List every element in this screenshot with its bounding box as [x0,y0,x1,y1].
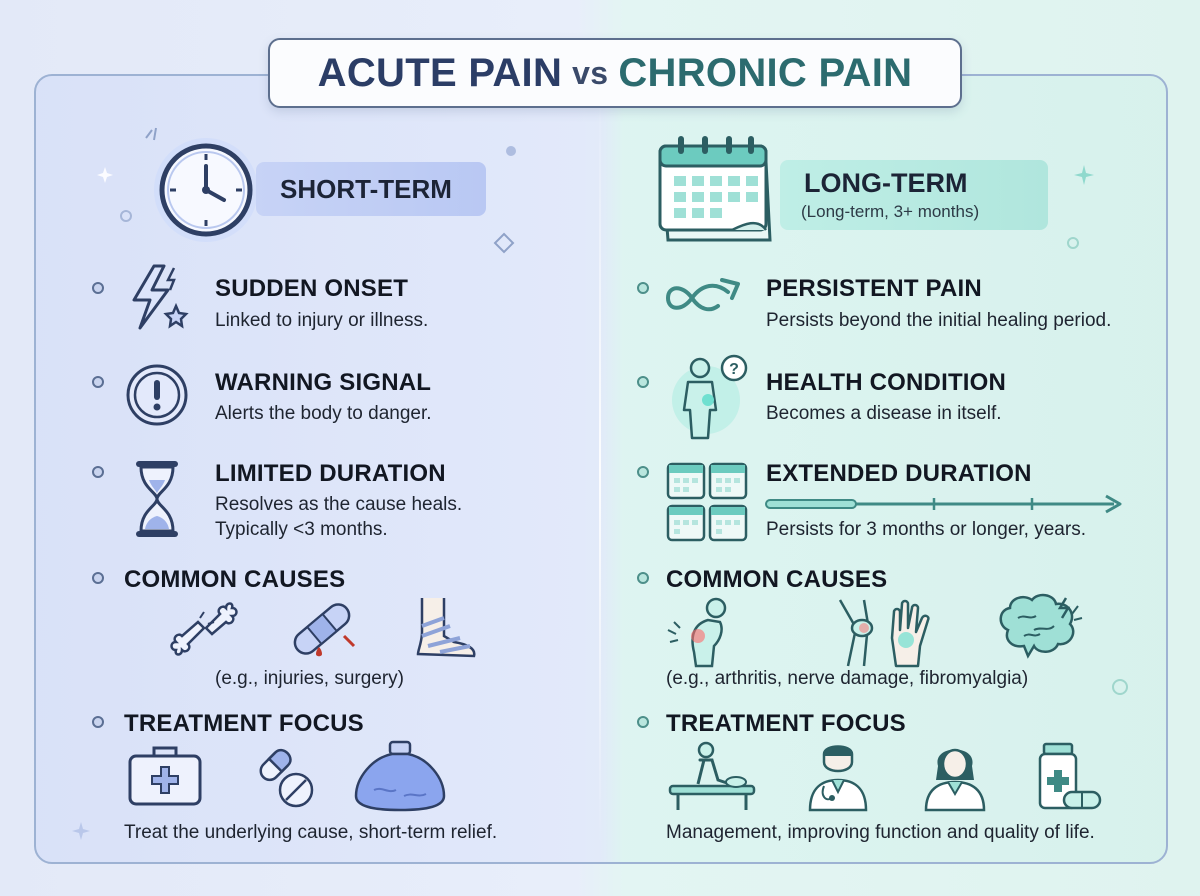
lightning-icon [132,264,189,330]
broken-bone-icon [170,602,238,656]
acute-item-title: LIMITED DURATION [215,460,446,487]
chronic-item-desc: Persists beyond the initial healing peri… [766,310,1112,331]
bullet [637,572,649,584]
acute-item-title: WARNING SIGNAL [215,369,432,396]
bullet [637,376,649,388]
sparkle-icon [72,822,90,840]
chronic-treatment-desc: Management, improving function and quali… [666,822,1095,843]
short-term-badge [256,162,486,216]
page-title: ACUTE PAIN vs CHRONIC PAIN [268,38,962,108]
knee-hand-icon [838,599,930,668]
chronic-treatment-title: TREATMENT FOCUS [666,710,906,737]
bullet [92,716,104,728]
chronic-causes-desc: (e.g., arthritis, nerve damage, fibromya… [666,668,1029,689]
bandage-icon [293,603,356,657]
acute-treatment-title: TREATMENT FOCUS [124,710,364,737]
bullet [92,466,104,478]
acute-causes-title: COMMON CAUSES [124,566,346,593]
center-divider [599,90,601,850]
acute-item-desc: Resolves as the cause heals. [215,494,463,515]
brain-icon [999,593,1083,659]
acute-treatment-desc: Treat the underlying cause, short-term r… [124,822,498,843]
circle-dot-icon [1067,237,1079,249]
infinity-arrow-icon [665,278,740,312]
title-acute: ACUTE PAIN [317,50,563,95]
acute-item-desc-2: Typically <3 months. [215,519,388,540]
chronic-item-title: PERSISTENT PAIN [766,275,982,302]
back-pain-icon [667,597,727,668]
dot-icon [506,146,516,156]
title-chronic: CHRONIC PAIN [618,50,913,95]
ray-lines-icon [145,127,157,141]
first-aid-kit-icon [128,746,202,806]
diamond-icon [493,232,515,254]
bullet [92,282,104,294]
long-term-sublabel: (Long-term, 3+ months) [801,202,980,221]
acute-item-desc: Linked to injury or illness. [215,310,429,331]
acute-item-desc: Alerts the body to danger. [215,403,432,424]
long-term-label: LONG-TERM [804,168,968,198]
ice-pack-icon [354,740,446,812]
bullet [637,282,649,294]
nurse-icon [924,748,986,812]
calendars-icon [666,462,748,542]
bullet [637,466,649,478]
clock-icon [154,138,258,242]
title-vs: vs [572,54,609,91]
bullet [637,716,649,728]
calendar-icon [658,136,772,242]
chronic-causes-title: COMMON CAUSES [666,566,888,593]
bullet [92,572,104,584]
bullet [92,376,104,388]
chronic-item-title: EXTENDED DURATION [766,460,1032,487]
hourglass-icon [136,461,178,537]
svg-text:?: ? [729,361,739,378]
physiotherapy-icon [668,741,756,810]
chronic-item-desc: Persists for 3 months or longer, years. [766,519,1086,540]
timeline-arrow-icon [765,494,1122,514]
doctor-icon [808,745,868,812]
chronic-item-title: HEALTH CONDITION [766,369,1007,396]
short-term-label: SHORT-TERM [280,174,452,204]
circle-dot-icon [1112,679,1128,695]
acute-item-title: SUDDEN ONSET [215,275,409,302]
acute-causes-desc: (e.g., injuries, surgery) [215,668,405,689]
sprained-ankle-icon [416,598,476,658]
person-question-icon: ? [672,354,748,440]
circle-dot-icon [120,210,132,222]
long-term-badge [780,160,1048,230]
warning-icon [126,364,188,426]
pills-icon [259,748,314,808]
chronic-item-desc: Becomes a disease in itself. [766,403,1002,424]
sparkle-icon [1074,165,1094,185]
sparkle-icon [97,167,113,183]
medication-icon [1038,742,1102,810]
